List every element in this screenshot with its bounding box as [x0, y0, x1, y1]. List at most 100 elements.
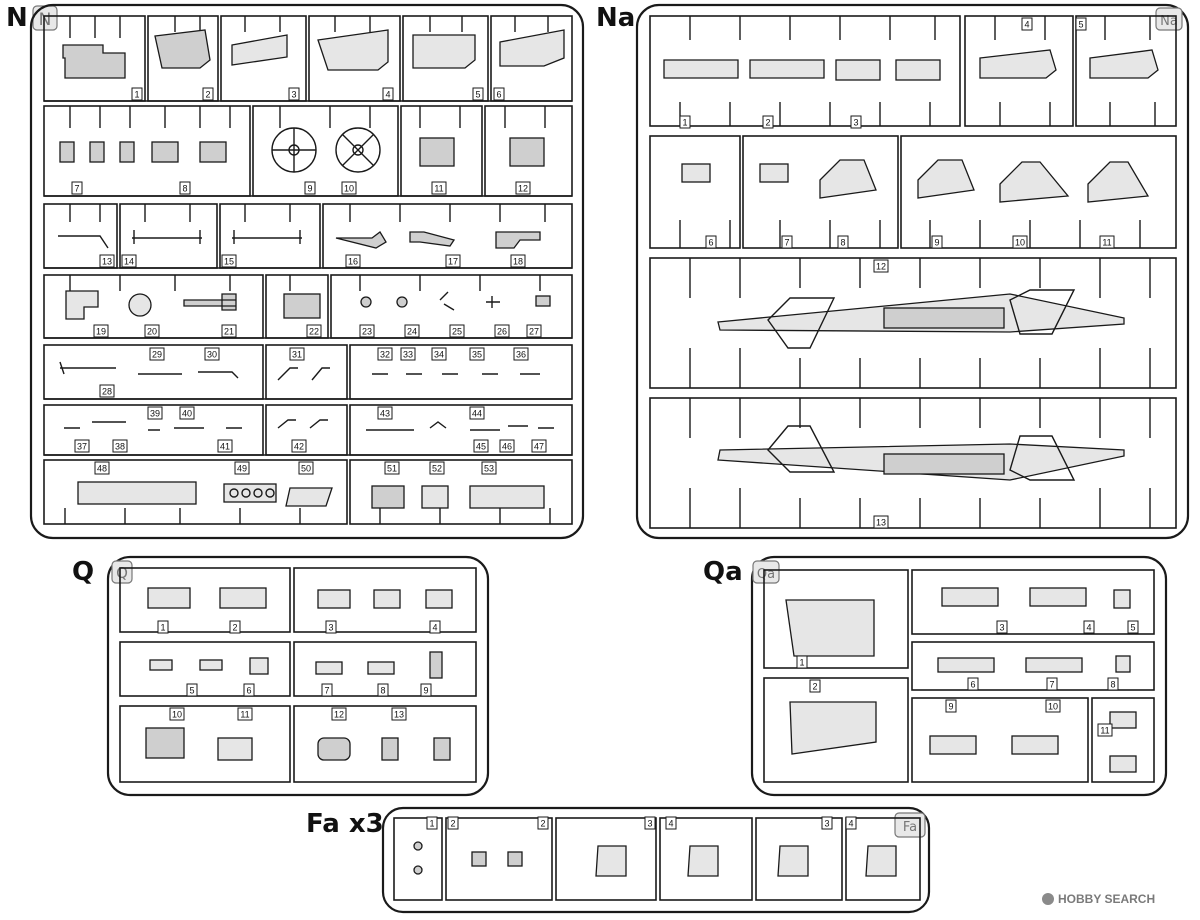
part-N51: [371, 485, 405, 509]
sprue-Na-frame: [635, 3, 1190, 540]
part-number: 8: [840, 238, 845, 248]
part-Fa1b: [413, 865, 423, 875]
sprue-Na: Na Na: [596, 3, 1190, 540]
part-number-box: [447, 816, 459, 830]
part-number-box: [382, 87, 394, 101]
part-number: 14: [124, 257, 134, 267]
sprue-Na-badge-text: Na: [1160, 14, 1178, 29]
part-number-box: [325, 620, 337, 634]
part-number-box: [531, 439, 547, 453]
watermark-text: HOBBY SEARCH: [1058, 892, 1155, 906]
part-number: 5: [189, 686, 194, 696]
part-N1: [62, 44, 126, 79]
part-number: 12: [876, 262, 886, 272]
part-number-box: [121, 254, 137, 268]
part-number: 9: [934, 238, 939, 248]
part-Qa2: [789, 701, 877, 755]
part-N42: [277, 419, 328, 429]
part-number: 47: [534, 442, 544, 452]
part-number: 7: [74, 184, 79, 194]
part-number-box: [169, 707, 185, 721]
part-number: 40: [182, 409, 192, 419]
part-N23: [360, 296, 372, 308]
part-number-box: [71, 181, 83, 195]
part-number: 10: [344, 184, 354, 194]
part-number-box: [449, 324, 465, 338]
part-number-box: [945, 699, 957, 713]
part-N28: [59, 361, 116, 375]
part-number-box: [429, 461, 445, 475]
part-number: 9: [307, 184, 312, 194]
part-number: 30: [207, 350, 217, 360]
part-Na7: [759, 163, 789, 183]
sprue-Fa-badge-text: Fa: [903, 820, 917, 835]
part-number-box: [850, 115, 862, 129]
sprue-Q-badge: [111, 560, 133, 584]
part-number-box: [221, 254, 237, 268]
sprue-N-frame: [29, 3, 585, 540]
part-number: 2: [232, 623, 237, 633]
part-number-box: [179, 181, 191, 195]
part-number: 46: [502, 442, 512, 452]
part-Q5b: [199, 659, 223, 671]
part-number-box: [131, 87, 143, 101]
part-number-box: [74, 439, 90, 453]
part-number-box: [304, 181, 316, 195]
part-number-box: [837, 235, 849, 249]
part-Q1: [147, 587, 191, 609]
part-number-box: [513, 347, 529, 361]
part-number-box: [1099, 235, 1115, 249]
part-number: 49: [237, 464, 247, 474]
part-Q4b: [425, 589, 453, 609]
part-N53: [469, 485, 545, 509]
part-N30: [198, 371, 239, 379]
part-Q13b: [433, 737, 451, 761]
part-number: 12: [518, 184, 528, 194]
part-N27: [535, 295, 551, 307]
part-Fa1a: [413, 841, 423, 851]
part-number-box: [345, 254, 361, 268]
part-number-box: [179, 406, 195, 420]
part-Na11: [1087, 161, 1150, 203]
part-number: 7: [1049, 680, 1054, 690]
sprue-Q-frame: [106, 555, 490, 797]
part-number-box: [493, 87, 505, 101]
part-Q4a: [373, 589, 401, 609]
part-number: 31: [292, 350, 302, 360]
part-Q5a: [149, 659, 173, 671]
part-number-box: [809, 679, 821, 693]
part-number: 17: [448, 257, 458, 267]
part-number: 6: [496, 90, 501, 100]
part-number: 21: [224, 327, 234, 337]
part-number: 22: [309, 327, 319, 337]
part-number-box: [94, 461, 110, 475]
part-Q13a: [381, 737, 399, 761]
part-Q10: [145, 727, 185, 759]
part-number-box: [1021, 17, 1033, 31]
part-N22: [283, 293, 321, 319]
part-number-box: [705, 235, 717, 249]
part-number-box: [469, 406, 485, 420]
part-N31: [277, 367, 330, 381]
part-number-box: [931, 235, 943, 249]
part-number: 4: [1024, 20, 1029, 30]
part-Fa4b: [865, 845, 897, 877]
part-number-box: [526, 324, 542, 338]
part-number: 1: [429, 819, 434, 829]
part-number: 9: [423, 686, 428, 696]
part-number-box: [996, 620, 1008, 634]
part-Qa11a: [1109, 711, 1137, 729]
part-N2: [154, 29, 211, 69]
part-N25: [439, 291, 455, 311]
part-number-box: [359, 324, 375, 338]
part-Na9: [917, 159, 975, 199]
part-number: 50: [301, 464, 311, 474]
part-number-box: [1127, 620, 1139, 634]
part-N48: [77, 481, 197, 505]
part-Qa5: [1113, 589, 1131, 609]
part-number: 32: [380, 350, 390, 360]
part-number: 34: [434, 350, 444, 360]
watermark: HOBBY SEARCH: [1042, 892, 1155, 906]
